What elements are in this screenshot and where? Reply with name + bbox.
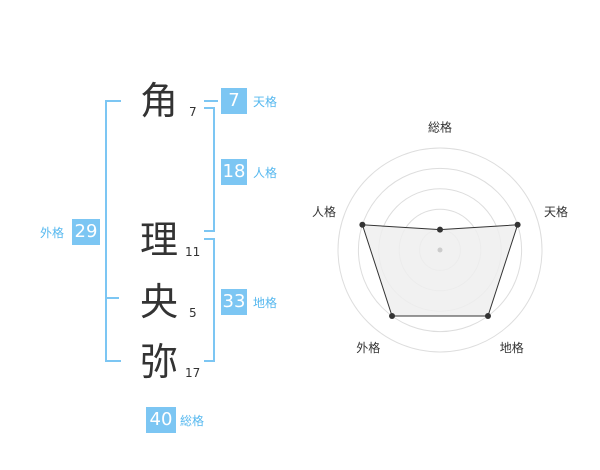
chikaku-bracket xyxy=(204,238,215,362)
radar-point-1 xyxy=(437,226,443,233)
name-char-4-strokes: 17 xyxy=(185,366,201,380)
chikaku-value: 33 xyxy=(221,289,247,315)
gaikaku-value: 29 xyxy=(72,219,100,245)
radar-axis-label-5: 人格 xyxy=(312,204,336,219)
gaikaku-bracket-tick xyxy=(105,297,119,299)
tenkaku-label: 天格 xyxy=(253,95,278,109)
radar-center-dot xyxy=(437,247,443,253)
radar-axis-label-2: 天格 xyxy=(544,204,568,219)
gaikaku-label: 外格 xyxy=(40,226,65,240)
jinkaku-value: 18 xyxy=(221,159,247,185)
radar-point-2 xyxy=(514,221,521,228)
radar-grid-ring-5 xyxy=(337,147,543,353)
radar-axis-label-3: 地格 xyxy=(500,340,524,355)
name-char-1: 角 xyxy=(140,79,179,123)
name-char-2: 理 xyxy=(140,218,179,262)
name-char-2-strokes: 11 xyxy=(185,245,201,259)
radar-point-4 xyxy=(389,313,396,320)
radar-point-3 xyxy=(484,313,491,320)
radar-axis-label-1: 総格 xyxy=(428,120,452,135)
radar-axis-label-4: 外格 xyxy=(356,340,380,355)
soukaku-value: 40 xyxy=(146,407,176,433)
jinkaku-label: 人格 xyxy=(253,166,278,180)
gaikaku-bracket xyxy=(105,100,121,362)
name-char-1-strokes: 7 xyxy=(189,105,197,119)
radar-series-area xyxy=(361,224,519,317)
tenkaku-bracket xyxy=(204,100,218,102)
chikaku-label: 地格 xyxy=(253,296,278,310)
tenkaku-value: 7 xyxy=(221,88,247,114)
radar-point-5 xyxy=(359,221,366,228)
soukaku-label: 総格 xyxy=(180,414,205,428)
name-char-3-strokes: 5 xyxy=(189,306,197,320)
radar-grid-ring-4 xyxy=(357,167,523,333)
name-char-4: 弥 xyxy=(140,340,179,384)
name-char-3: 央 xyxy=(140,280,179,324)
jinkaku-bracket xyxy=(204,107,215,232)
